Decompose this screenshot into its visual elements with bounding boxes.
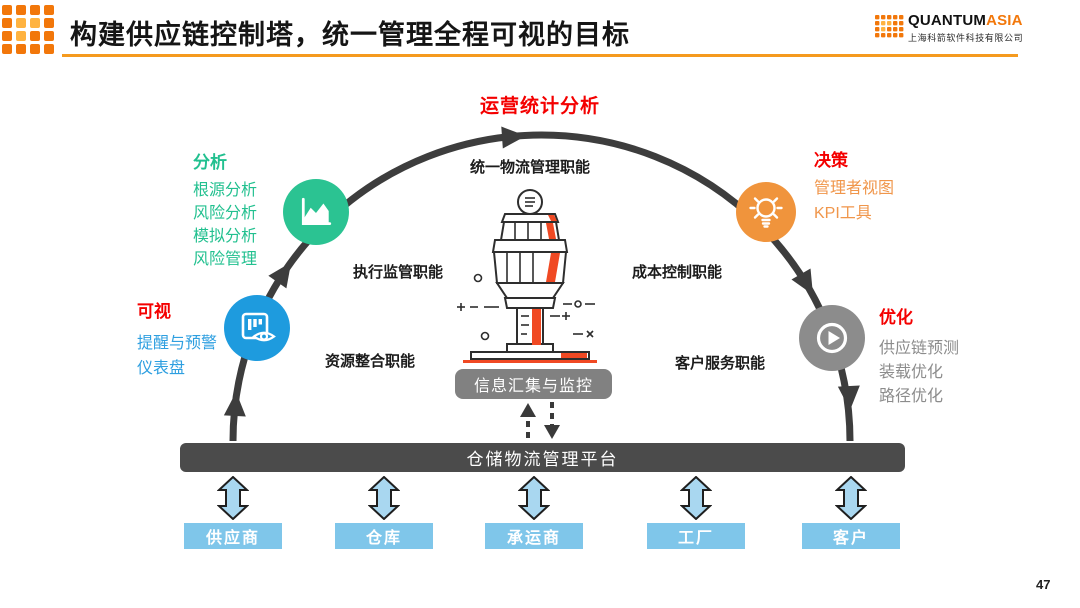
analysis-item: 根源分析 [193, 182, 258, 199]
updown-arrow-icon [217, 476, 249, 520]
decision-node [736, 182, 796, 242]
partner-box-warehouse: 仓库 [335, 523, 433, 549]
partner-box-customer: 客户 [802, 523, 900, 549]
updown-arrow-icon [518, 476, 550, 520]
decision-title: 决策 [814, 151, 848, 170]
function-label-resource: 资源整合职能 [325, 353, 416, 370]
decision-item: 管理者视图 [814, 180, 895, 197]
visualization-section: 可视 提醒与预警 仪表盘 [137, 297, 217, 381]
optimization-item: 装载优化 [879, 364, 944, 381]
function-label-customer-service: 客户服务职能 [675, 355, 766, 372]
brand-dots-icon [875, 15, 904, 38]
page-number: 47 [1036, 577, 1051, 592]
analysis-section: 分析 根源分析 风险分析 模拟分析 风险管理 [193, 148, 257, 271]
analysis-node [283, 179, 349, 245]
updown-arrow-icon [680, 476, 712, 520]
updown-arrow-icon [368, 476, 400, 520]
analysis-title: 分析 [193, 153, 227, 172]
tower-decoration-marks [457, 273, 595, 341]
arc-top-label: 运营统计分析 [479, 96, 600, 117]
analysis-item: 风险管理 [193, 251, 258, 268]
partner-box-factory: 工厂 [647, 523, 745, 549]
title-underline [62, 54, 1018, 57]
brand-logo: QUANTUMASIA 上海科箭软件科技有限公司 [874, 13, 1023, 45]
dashboard-eye-icon [241, 312, 276, 342]
visualization-item: 提醒与预警 [137, 335, 218, 352]
optimization-item: 路径优化 [879, 388, 944, 405]
optimization-section: 优化 供应链预测 装载优化 路径优化 [879, 303, 959, 409]
updown-arrow-icon [835, 476, 867, 520]
tower-top-label: 统一物流管理职能 [469, 159, 590, 176]
function-label-cost: 成本控制职能 [632, 264, 723, 281]
optimization-item: 供应链预测 [879, 340, 960, 357]
analysis-item: 模拟分析 [193, 228, 258, 245]
area-chart-icon [301, 197, 332, 226]
corner-dots-logo [2, 5, 54, 54]
brand-company: 上海科箭软件科技有限公司 [908, 33, 1024, 43]
page-title: 构建供应链控制塔，统一管理全程可视的目标 [70, 20, 630, 50]
decision-item: KPI工具 [814, 205, 872, 222]
decision-section: 决策 管理者视图 KPI工具 [814, 146, 894, 226]
platform-bar: 仓储物流管理平台 [180, 443, 905, 472]
lightbulb-icon [749, 197, 783, 228]
visualization-title: 可视 [137, 302, 171, 321]
optimization-title: 优化 [879, 308, 913, 327]
partner-box-supplier: 供应商 [184, 523, 282, 549]
info-collection-box: 信息汇集与监控 [455, 369, 612, 399]
play-icon [816, 322, 848, 354]
control-tower-illustration [457, 189, 597, 363]
function-label-execution: 执行监管职能 [353, 264, 444, 281]
visualization-item: 仪表盘 [137, 360, 186, 377]
brand-name: QUANTUMASIA [908, 12, 1023, 29]
partner-box-carrier: 承运商 [485, 523, 583, 549]
visualization-node [224, 295, 290, 361]
analysis-item: 风险分析 [193, 205, 258, 222]
optimization-node [799, 305, 865, 371]
